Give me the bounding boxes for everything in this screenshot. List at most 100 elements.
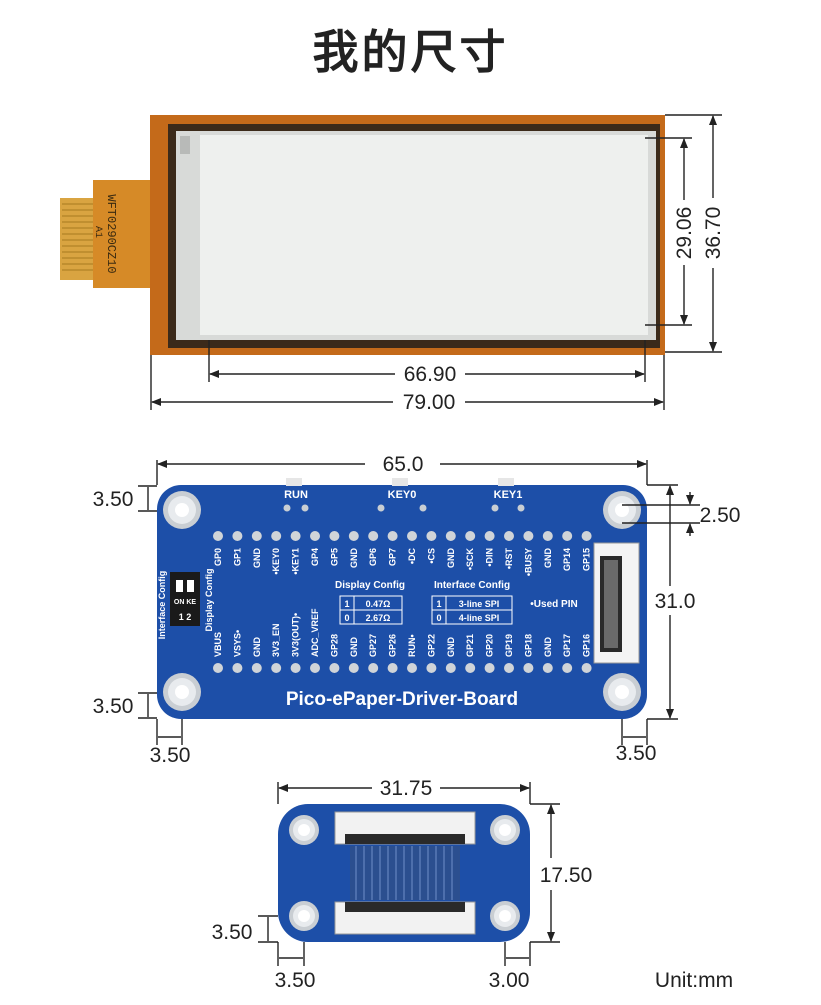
config-switches: ON KE 1 2 Interface Config Display Confi… <box>157 568 214 639</box>
bottom-pin-label: GP27 <box>368 634 378 657</box>
pin-hole <box>348 531 359 541</box>
pin-hole <box>387 663 398 673</box>
bottom-pin-label: GND <box>543 637 553 658</box>
top-pin-label: •DIN <box>485 548 495 567</box>
button-label-key1: KEY1 <box>494 489 523 501</box>
adapter-traces <box>350 846 460 900</box>
pin-hole <box>271 663 282 673</box>
pin-hole <box>445 663 456 673</box>
pin-hole <box>232 531 243 541</box>
pin-hole <box>465 531 476 541</box>
board-buttons: RUN KEY0 KEY1 <box>283 478 525 512</box>
pin-hole <box>523 663 534 673</box>
pin-hole <box>504 531 514 541</box>
top-pin-label: GP6 <box>368 548 378 566</box>
pin-hole <box>251 531 262 541</box>
pin-hole <box>426 531 437 541</box>
top-pin-label: GP7 <box>388 548 398 566</box>
top-pin-label: GP0 <box>213 548 223 566</box>
top-pin-label: •CS <box>426 548 436 564</box>
top-pin-label: •DC <box>407 548 417 565</box>
dim-board-width: 65.0 <box>383 453 424 476</box>
bottom-pin-label: GP21 <box>465 634 475 657</box>
pin-hole <box>290 531 301 541</box>
epaper-module: WFT0290CZ10 A1 <box>60 115 665 355</box>
interface-config-val-0: 4-line SPI <box>459 613 500 623</box>
pin-hole <box>387 531 398 541</box>
interface-config-table: Interface Config 1 3-line SPI 0 4-line S… <box>431 580 578 625</box>
pin-hole <box>407 531 417 541</box>
pin-hole <box>271 531 282 541</box>
dip-switch <box>170 572 200 626</box>
pin-hole <box>445 531 456 541</box>
top-pin-label: •SCK <box>465 548 475 571</box>
driver-board-dimensions: 65.0 31.0 3.50 3.50 3.50 3.50 2.50 <box>93 453 741 767</box>
used-pin-legend: •Used PIN <box>530 599 577 610</box>
interface-config-key-0: 0 <box>436 613 441 623</box>
pin-hole <box>251 663 262 673</box>
pin-hole <box>407 663 417 673</box>
pin-hole <box>348 663 359 673</box>
board-fpc-connector <box>593 542 640 664</box>
bottom-pin-label: GP20 <box>485 634 495 657</box>
display-config-table: Display Config 1 0.47Ω 0 2.67Ω <box>335 580 405 625</box>
pin-hole <box>426 663 437 673</box>
bottom-pin-label: GP26 <box>388 634 398 657</box>
dim-board-height: 31.0 <box>655 590 696 613</box>
top-pin-label: •BUSY <box>523 548 533 576</box>
bottom-pin-label: 3V3_EN <box>271 623 281 657</box>
top-pin-label: GP1 <box>232 548 242 566</box>
dim-hole-bottom: 3.50 <box>93 695 134 718</box>
dim-adapter-height: 17.50 <box>540 864 593 887</box>
bottom-pin-label: 3V3(OUT)• <box>291 613 301 657</box>
top-pin-label: GND <box>349 548 359 569</box>
switch-numbers: 1 2 <box>179 612 192 622</box>
dim-total-width: 79.00 <box>403 391 456 414</box>
pin-hole <box>290 663 301 673</box>
pin-hole <box>484 663 495 673</box>
epaper-screen <box>200 135 648 335</box>
bottom-pin-label: GP18 <box>523 634 533 657</box>
dim-active-height: 29.06 <box>673 207 696 260</box>
mounting-holes <box>163 491 641 711</box>
switch-on-label: ON KE <box>174 599 197 606</box>
top-pin-label: GP4 <box>310 548 320 566</box>
adapter-dimensions: 31.75 17.50 3.50 3.50 3.00 Unit:mm <box>212 777 734 992</box>
bottom-pin-label: GND <box>446 637 456 658</box>
fpc-label: WFT0290CZ10 <box>104 194 118 273</box>
bottom-pin-label: RUN• <box>407 634 417 657</box>
top-pin-label: GP14 <box>562 548 572 571</box>
top-pin-label: GND <box>252 548 262 569</box>
dim-right-top: 2.50 <box>700 504 741 527</box>
bottom-pin-label: GP17 <box>562 634 572 657</box>
fpc-label-2: A1 <box>92 226 103 238</box>
board-name: Pico-ePaper-Driver-Board <box>286 689 518 710</box>
bottom-pin-label: VBUS <box>213 632 223 657</box>
epaper-dimensions: 66.90 79.00 29.06 36.70 <box>150 114 725 414</box>
pin-hole <box>368 663 379 673</box>
pin-hole <box>562 531 573 541</box>
pin-hole <box>310 663 320 673</box>
pin-hole <box>213 663 223 673</box>
interface-config-title: Interface Config <box>434 580 510 591</box>
pin-hole <box>465 663 476 673</box>
bottom-pin-label: GP19 <box>504 634 514 657</box>
unit-label: Unit:mm <box>655 969 733 992</box>
display-config-key-1: 1 <box>344 599 349 609</box>
bottom-pin-label: VSYS• <box>232 630 242 657</box>
pin-hole <box>329 663 340 673</box>
top-pin-label: GP5 <box>329 548 339 566</box>
display-config-val-0: 2.67Ω <box>366 613 391 623</box>
switch-label-interface: Interface Config <box>157 571 167 640</box>
dim-adapter-hole-left: 3.50 <box>275 969 316 992</box>
pin-holes <box>213 531 592 673</box>
fpc-gold-contacts <box>60 198 95 280</box>
bottom-pin-label: GND <box>252 637 262 658</box>
display-config-title: Display Config <box>335 580 405 591</box>
bottom-pin-label: GP16 <box>582 634 592 657</box>
dim-adapter-hole-side: 3.50 <box>212 921 253 944</box>
